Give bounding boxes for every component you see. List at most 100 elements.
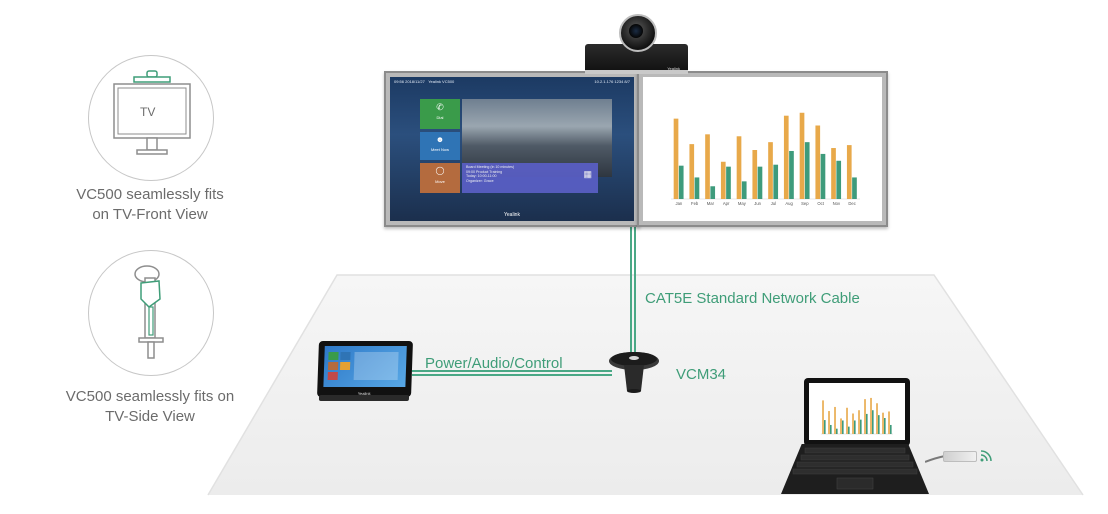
bar-series1-apr (840, 418, 842, 434)
tick-label-oct: Oct (817, 201, 824, 206)
keyboard-keys (792, 447, 918, 490)
main-display: 09:56 2018/11/27 Yealink VC500 10.2.1.17… (384, 71, 640, 227)
touch-panel-tiles (327, 352, 399, 380)
bar-series2-oct (820, 153, 826, 199)
laptop-screen (804, 378, 910, 446)
camera-lens (629, 24, 643, 38)
tick-label-aug: Aug (785, 201, 793, 206)
bar-series2-mar (836, 428, 838, 434)
bar-series1-dec (888, 411, 890, 434)
side-view-caption: VC500 seamlessly fits on TV-Side View (50, 387, 250, 427)
bar-series2-may (848, 426, 850, 434)
side-view-caption-line1: VC500 seamlessly fits on (65, 388, 235, 405)
meeting-line3: Today: 10:00-11:00 (466, 174, 497, 179)
meet-now-tile[interactable]: ☻ Meet Now (420, 132, 460, 160)
move-icon: ◯ (435, 166, 445, 175)
bar-series1-feb (689, 144, 695, 199)
bar-series1-feb (828, 411, 830, 434)
dial-tile[interactable]: ✆ Dial (420, 99, 460, 129)
bar-series1-aug (864, 399, 866, 434)
tick-label-may: May (738, 201, 747, 206)
bar-series2-jan (678, 165, 684, 199)
tick-label-nov: Nov (833, 201, 841, 206)
speaker-label: VCM34 (676, 366, 727, 383)
laptop-bar-chart (821, 397, 893, 435)
bar-series2-apr (842, 420, 844, 434)
move-tile[interactable]: ◯ Move (420, 163, 460, 193)
tick-label-jul: Jul (771, 201, 776, 206)
status-time: 09:56 2018/11/27 (394, 79, 425, 84)
meeting-line2: 09:00 Product Training (466, 169, 503, 174)
screen-brand: Yealink (504, 212, 520, 218)
bar-series2-jan (824, 420, 826, 434)
meeting-line4: Organizer: Grace (466, 178, 494, 183)
phone-icon: ✆ (436, 102, 444, 112)
bar-series1-mar (834, 406, 836, 434)
tick-label-jun: Jun (754, 201, 761, 206)
tick-label-dec: Dec (848, 201, 855, 206)
bar-series2-aug (789, 150, 794, 199)
bar-series2-nov (836, 160, 842, 199)
bar-series1-aug (783, 115, 789, 199)
bar-series1-may (846, 407, 848, 434)
meet-now-label: Meet Now (430, 147, 449, 152)
status-network: 10.2.1.176 1234 8/7 (594, 79, 630, 84)
meeting-line1: Board Meeting (in 10 minutes) (466, 165, 515, 169)
tick-label-feb: Feb (691, 201, 699, 206)
calendar-icon: ▦ (583, 169, 592, 179)
ctp-touch-panel: Yealink (317, 341, 413, 401)
touch-panel-brand: Yealink (357, 391, 371, 396)
status-device: Yealink VC500 (428, 79, 455, 84)
laptop-keyboard (781, 444, 929, 494)
bar-series2-nov (884, 418, 886, 434)
bar-series1-nov (831, 148, 836, 199)
bar-series2-dec (852, 177, 857, 199)
front-view-caption: VC500 seamlessly fits on TV-Front View (60, 185, 240, 225)
content-display: Jan Feb Mar Apr May Jun Jul Aug Sep Oct Nov Dec (637, 71, 888, 227)
bar-series2-jul (860, 419, 862, 434)
move-label: Move (435, 179, 445, 184)
bar-series1-mar (705, 134, 710, 199)
dial-label: Dial (436, 115, 444, 120)
side-view-caption-line2: TV-Side View (105, 408, 195, 425)
bar-series1-apr (720, 161, 726, 199)
bar-series2-jul (773, 164, 779, 199)
tv-label: TV (140, 105, 156, 119)
tick-label-sep: Sep (801, 201, 809, 206)
bar-series1-sep (799, 112, 805, 199)
bar-series1-jul (768, 142, 773, 199)
camera-mount (585, 70, 688, 74)
touch-panel-screen (323, 346, 407, 387)
tick-label-mar: Mar (707, 201, 715, 206)
bar-series1-oct (815, 125, 821, 199)
wifi-icon (980, 450, 992, 462)
bar-series1-sep (870, 397, 872, 434)
front-view-caption-line2: on TV-Front View (92, 206, 208, 223)
bar-series1-jul (858, 410, 860, 434)
bar-series1-dec (846, 145, 852, 199)
bar-series2-mar (710, 186, 716, 199)
bar-series1-jan (822, 400, 824, 434)
bar-series1-jun (852, 413, 854, 434)
bar-series2-sep (872, 410, 874, 434)
bar-series2-jun (854, 420, 856, 434)
vc500-home-screen: 09:56 2018/11/27 Yealink VC500 10.2.1.17… (390, 77, 634, 221)
bar-series2-jun (757, 166, 763, 199)
bar-series2-feb (694, 177, 700, 199)
bar-series2-sep (804, 142, 810, 199)
tick-label-jan: Jan (675, 201, 682, 206)
bar-series2-feb (830, 424, 832, 434)
bar-series2-apr (726, 166, 731, 199)
camera-brand: Yealink (667, 66, 680, 71)
bar-series1-jun (752, 150, 758, 199)
people-icon: ☻ (435, 135, 445, 144)
status-bar: 09:56 2018/11/27 Yealink VC500 10.2.1.17… (390, 77, 634, 87)
camera-head (619, 14, 657, 52)
tick-label-apr: Apr (723, 201, 730, 206)
bar-series1-may (736, 136, 742, 199)
link-label: Power/Audio/Control (425, 355, 563, 372)
tv-side-view-icon (88, 250, 214, 376)
bar-series1-jan (673, 118, 679, 199)
meeting-card[interactable]: Board Meeting (in 10 minutes) 09:00 Prod… (462, 163, 598, 193)
